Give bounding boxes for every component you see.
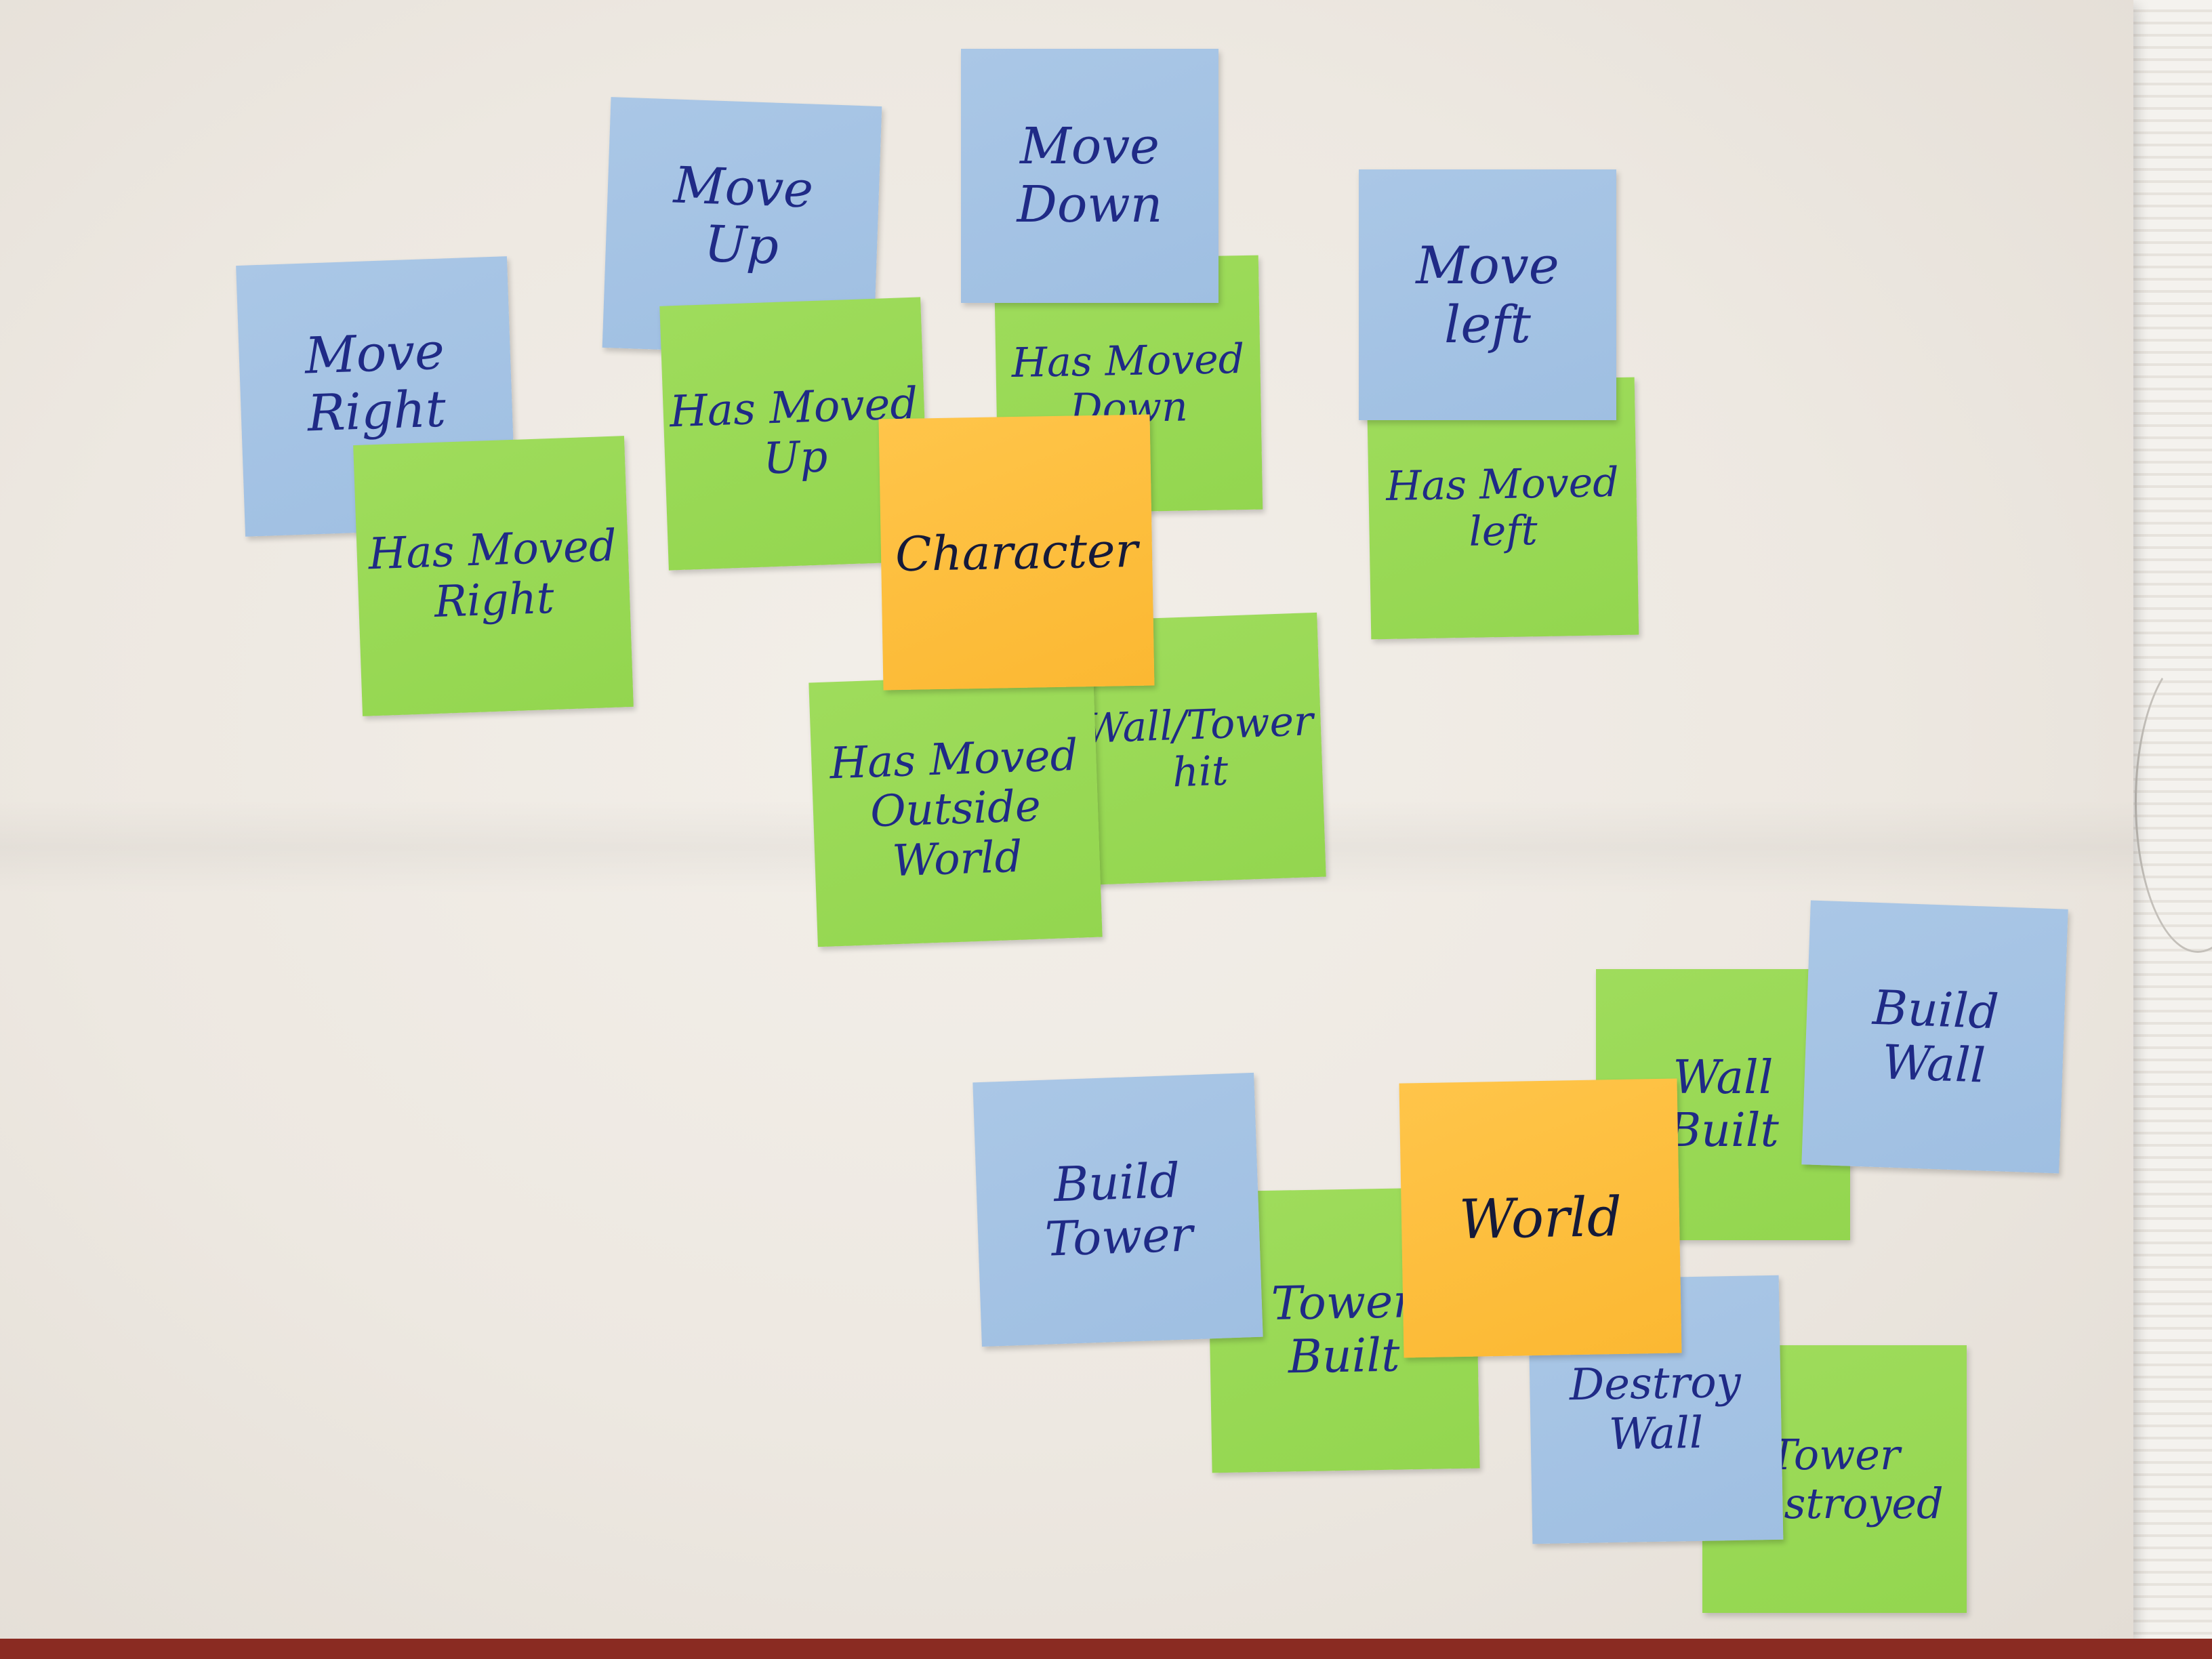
note-text: World [1458, 1185, 1622, 1251]
note-text: Move Right [304, 322, 447, 443]
table-edge [0, 1639, 2212, 1659]
note-text: Has Moved Right [367, 521, 617, 628]
note-text: Wall Built [1667, 1050, 1779, 1158]
note-text: Has Moved left [1385, 459, 1620, 556]
sticky-note-build-wall: Build Wall [1801, 900, 2068, 1174]
sticky-note-move-down: Move Down [961, 49, 1218, 303]
sticky-note-has-moved-outside-world: Has Moved Outside World [808, 672, 1103, 947]
note-text: Move Up [672, 156, 815, 276]
sticky-note-build-tower: Build Tower [972, 1072, 1263, 1347]
note-text: Destroy Wall [1569, 1357, 1742, 1460]
note-text: Wall/Tower hit [1083, 697, 1314, 797]
note-text: Move Down [1017, 117, 1163, 234]
note-text: Build Wall [1871, 979, 2000, 1094]
note-text: Tower Built [1271, 1275, 1416, 1384]
note-text: Has Moved Outside World [829, 730, 1079, 887]
sticky-note-has-moved-right: Has Moved Right [353, 436, 634, 716]
sticky-note-character: Character [878, 414, 1155, 691]
note-text: Character [895, 522, 1139, 582]
sticky-note-world: World [1399, 1078, 1682, 1358]
note-text: Move left [1416, 234, 1559, 354]
note-text: Build Tower [1044, 1152, 1194, 1267]
sticky-note-move-left: Move left [1359, 169, 1616, 420]
